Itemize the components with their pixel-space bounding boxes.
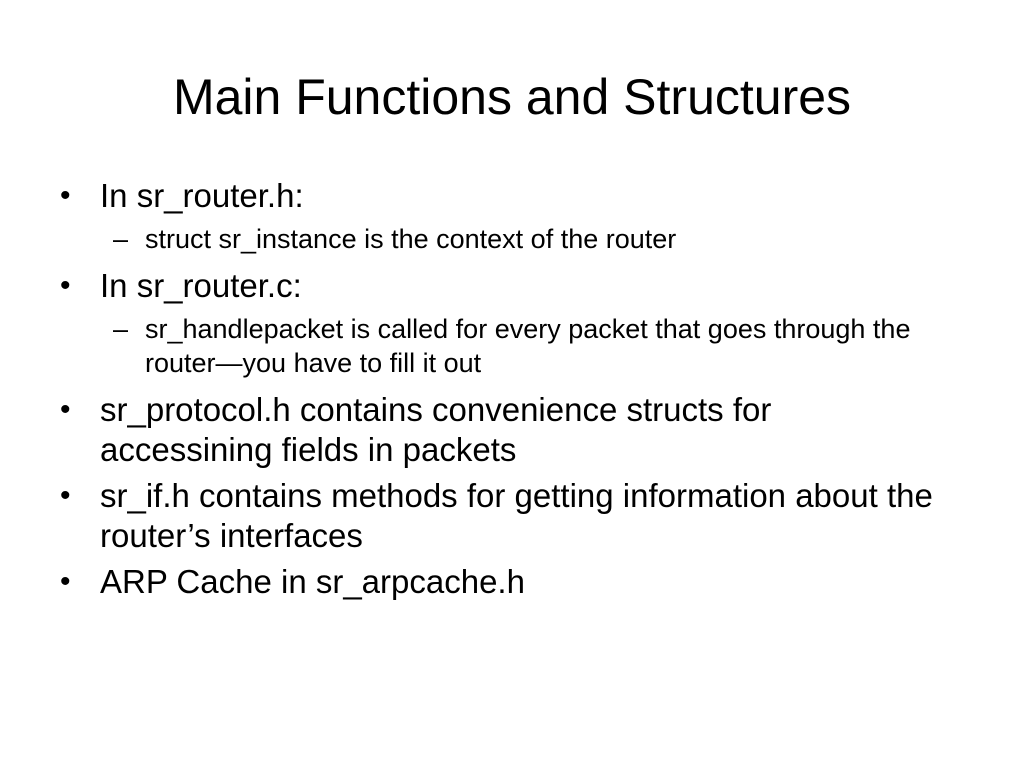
bullet-item-4: • sr_if.h contains methods for getting i… [60, 476, 940, 556]
bullet-icon: • [60, 565, 71, 598]
bullet-item-3: • sr_protocol.h contains convenience str… [60, 390, 940, 470]
bullet-item-5: • ARP Cache in sr_arpcache.h [60, 562, 940, 602]
bullet-icon: • [60, 479, 71, 512]
bullet-icon: • [60, 269, 71, 302]
slide-content: • In sr_router.h: – struct sr_instance i… [60, 176, 940, 608]
bullet-icon: • [60, 393, 71, 426]
sub-bullet-item-1: – struct sr_instance is the context of t… [60, 222, 940, 256]
sub-bullet-text-2: sr_handlepacket is called for every pack… [145, 314, 911, 378]
bullet-item-1: • In sr_router.h: [60, 176, 940, 216]
bullet-text-2: In sr_router.c: [100, 267, 302, 304]
bullet-text-4: sr_if.h contains methods for getting inf… [100, 477, 933, 554]
sub-bullet-text-1: struct sr_instance is the context of the… [145, 224, 677, 254]
bullet-text-3: sr_protocol.h contains convenience struc… [100, 391, 772, 468]
dash-icon: – [113, 224, 129, 254]
bullet-item-2: • In sr_router.c: [60, 266, 940, 306]
bullet-icon: • [60, 179, 71, 212]
sub-bullet-item-2: – sr_handlepacket is called for every pa… [60, 312, 940, 380]
dash-icon: – [113, 314, 129, 344]
slide-title: Main Functions and Structures [172, 69, 852, 125]
bullet-text-5: ARP Cache in sr_arpcache.h [100, 563, 525, 600]
bullet-text-1: In sr_router.h: [100, 177, 304, 214]
